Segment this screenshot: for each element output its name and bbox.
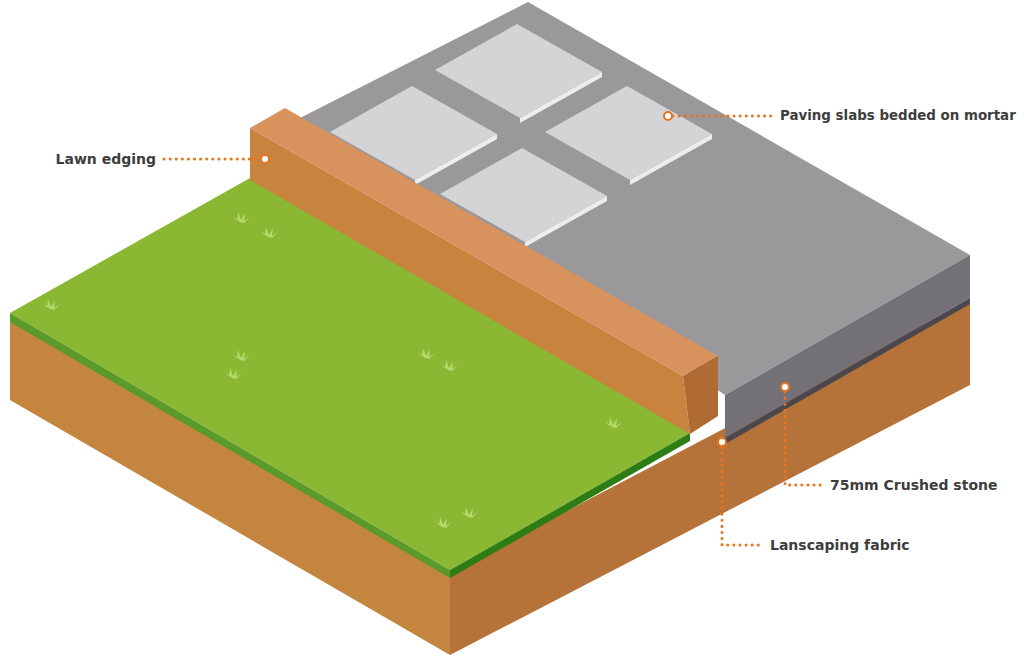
leader-dots <box>261 112 789 446</box>
edging-end <box>683 356 718 434</box>
edging-front <box>250 128 690 434</box>
crushed-stone-face <box>725 255 970 438</box>
landscaping-fabric-layer <box>725 298 970 444</box>
callout-label: 75mm Crushed stone <box>830 476 997 494</box>
edging-top <box>250 108 718 376</box>
lawn-edge <box>10 313 450 578</box>
callout-label: Paving slabs bedded on mortar <box>780 107 1016 125</box>
callout-label: Lanscaping fabric <box>770 536 910 554</box>
lawn-edge-dark <box>450 433 690 578</box>
grass-tufts <box>43 212 622 528</box>
leader-lines <box>164 116 823 545</box>
callout-label: Lawn edging <box>56 150 156 168</box>
